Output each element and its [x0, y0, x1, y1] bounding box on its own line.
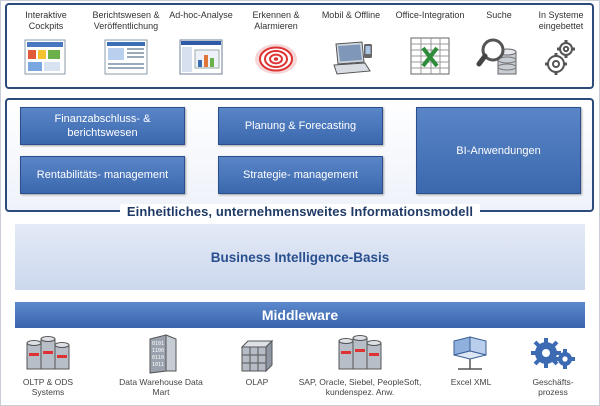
app-bi-anwendungen[interactable]: BI-Anwendungen — [416, 107, 581, 194]
xml-files-icon — [453, 336, 487, 370]
source-label: Data Warehouse Data Mart — [119, 377, 203, 397]
app-finanzabschluss[interactable]: Finanzabschluss- & berichtswesen — [20, 107, 185, 145]
tool-eingebettet[interactable]: In Systeme eingebettet — [525, 10, 597, 78]
source-label: Excel XML — [450, 377, 492, 387]
tool-label: Mobil & Offline — [321, 10, 381, 20]
applications-panel: Finanzabschluss- & berichtswesen Rentabi… — [5, 98, 594, 212]
tool-label: Suche — [486, 10, 512, 20]
tool-mobil[interactable]: Mobil & Offline — [315, 10, 387, 78]
information-model-text: Einheitliches, unternehmensweites Inform… — [119, 204, 481, 219]
tool-label: Berichtswesen & Veröffentlichung — [92, 10, 160, 31]
magnifier-database-icon — [476, 38, 517, 75]
tool-cockpits[interactable]: Interaktive Cockpits — [10, 10, 82, 78]
source-label: OLAP — [245, 377, 269, 387]
svg-text:1011: 1011 — [152, 362, 164, 368]
report-screenshot-icon — [104, 39, 148, 75]
source-label: SAP, Oracle, Siebel, PeopleSoft, kundens… — [298, 377, 422, 397]
svg-text:1100: 1100 — [152, 348, 164, 354]
tool-label: Ad-hoc-Analyse — [169, 10, 233, 20]
source-data-warehouse[interactable]: 0101 1100 0110 1011 Data Warehouse Data … — [118, 333, 204, 397]
source-label: OLTP & ODS Systems — [22, 377, 74, 397]
source-geschaeftsprozess[interactable]: Geschäfts-prozess — [523, 333, 583, 397]
tool-suche[interactable]: Suche — [463, 10, 535, 78]
analysis-window-icon — [179, 39, 223, 75]
tool-berichtswesen[interactable]: Berichtswesen & Veröffentlichung — [83, 10, 169, 78]
process-gears-icon — [531, 338, 575, 369]
app-planung[interactable]: Planung & Forecasting — [218, 107, 383, 145]
app-strategie[interactable]: Strategie- management — [218, 156, 383, 194]
source-olap[interactable]: OLAP — [232, 333, 282, 387]
tool-alarmieren[interactable]: Erkennen & Alarmieren — [236, 10, 316, 78]
spreadsheet-icon — [410, 37, 450, 75]
svg-text:0110: 0110 — [152, 355, 164, 361]
source-oltp[interactable]: OLTP & ODS Systems — [12, 333, 84, 397]
bi-basis-layer: Business Intelligence-Basis — [15, 224, 585, 290]
middleware-layer: Middleware — [15, 302, 585, 328]
tool-adhoc[interactable]: Ad-hoc-Analyse — [165, 10, 237, 78]
tool-office[interactable]: Office-Integration — [391, 10, 469, 78]
app-rentabilitaet[interactable]: Rentabilitäts- management — [20, 156, 185, 194]
svg-text:0101: 0101 — [152, 341, 164, 347]
tool-label: In Systeme eingebettet — [538, 10, 584, 31]
binary-building-icon: 0101 1100 0110 1011 — [149, 334, 177, 374]
database-servers-icon — [26, 336, 70, 370]
olap-cube-icon — [240, 339, 274, 373]
dashboard-screenshot-icon — [24, 39, 66, 75]
gears-icon — [545, 40, 575, 75]
laptop-icon — [333, 41, 372, 75]
source-excel-xml[interactable]: Excel XML — [446, 333, 496, 387]
tool-label: Office-Integration — [395, 10, 465, 20]
source-erp[interactable]: SAP, Oracle, Siebel, PeopleSoft, kundens… — [295, 333, 425, 397]
frontend-tools-panel: Interaktive Cockpits Berichtswesen & Ver… — [5, 3, 594, 89]
erp-databases-icon — [338, 335, 382, 370]
tool-label: Erkennen & Alarmieren — [252, 10, 300, 31]
target-icon — [255, 44, 297, 74]
source-label: Geschäfts-prozess — [532, 377, 574, 397]
information-model-label: Einheitliches, unternehmensweites Inform… — [0, 203, 600, 221]
tool-label: Interaktive Cockpits — [25, 10, 67, 31]
